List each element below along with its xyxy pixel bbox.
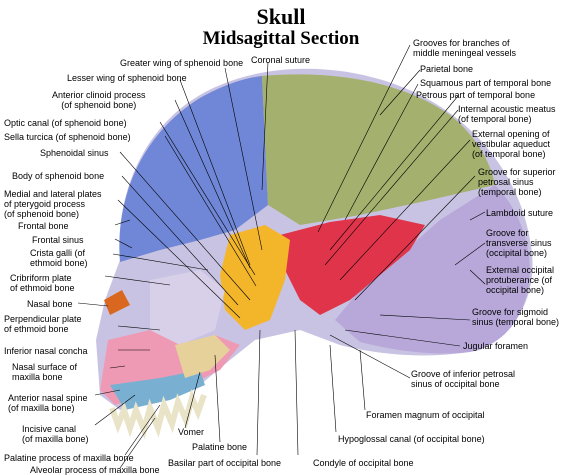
label-optic-canal: Optic canal (of sphenoid bone) [4,118,127,128]
vomer-region [175,335,230,378]
teeth-row [109,388,207,440]
label-perpendicular-plate: Perpendicular plate of ethmoid bone [4,314,82,334]
label-lambdoid-suture: Lambdoid suture [486,208,554,218]
label-vomer: Vomer [178,427,205,437]
label-squamous-part: Squamous part of temporal bone [420,78,552,88]
palatine-region [110,370,205,410]
label-sella-turcica: Sella turcica (of sphenoid bone) [4,132,131,142]
label-alveolar-process: Alveolar process of maxilla bone [30,465,160,475]
label-groove-transverse: Groove for transverse sinus (occipital b… [486,228,552,258]
label-groove-superior-petrosal: Groove for superior petrosal sinus (temp… [478,167,556,197]
label-petrous-part: Petrous part of temporal bone [416,90,536,100]
label-frontal-bone: Frontal bone [18,221,69,231]
label-foramen-magnum: Foramen magnum of occipital [366,410,485,420]
diagram-subtitle: Midsagittal Section [202,28,360,49]
label-hypoglossal-canal: Hypoglossal canal (of occipital bone) [338,434,485,444]
label-anterior-nasal-spine: Anterior nasal spine (of maxilla bone) [8,393,88,413]
label-grooves-meningeal: Grooves for branches of middle meningeal… [413,38,517,58]
label-groove-sigmoid: Groove for sigmoid sinus (temporal bone) [472,307,560,327]
label-incisive-canal: Incisive canal (of maxilla bone) [22,424,89,444]
label-basilar-occipital: Basilar part of occipital bone [168,458,282,468]
label-jugular-foramen: Jugular foramen [463,341,529,351]
label-palatine-process: Palatine process of maxilla bone [4,453,134,463]
label-nasal-surface-maxilla: Nasal surface of maxilla bone [12,362,78,382]
label-external-occipital: External occipital protuberance (of occi… [486,265,555,295]
label-inferior-concha: Inferior nasal concha [4,346,88,356]
frontal-bone-region [119,76,268,262]
temporal-bone-region [280,215,425,315]
label-body-sphenoid: Body of sphenoid bone [12,171,105,181]
label-coronal-suture: Coronal suture [251,55,311,65]
label-palatine-bone: Palatine bone [192,442,248,452]
label-greater-wing: Greater wing of sphenoid bone [120,58,244,68]
label-parietal-bone: Parietal bone [420,64,474,74]
label-external-opening: External opening of vestibular aqueduct … [472,129,551,159]
label-nasal-bone: Nasal bone [27,299,73,309]
label-internal-acoustic: Internal acoustic meatus (of temporal bo… [458,104,556,124]
label-sphenoidal-sinus: Sphenoidal sinus [40,148,109,158]
label-groove-inferior-petrosal: Groove of inferior petrosal sinus of occ… [411,369,516,389]
label-frontal-sinus: Frontal sinus [32,235,84,245]
label-cribriform: Cribriform plate of ethmoid bone [10,273,75,293]
label-anterior-clinoid: Anterior clinoid process (of sphenoid bo… [52,90,146,110]
diagram-title: Skull [256,4,306,29]
label-crista-galli: Crista galli (of ethmoid bone) [30,248,88,268]
sphenoid-bone-region [220,225,290,330]
label-lesser-wing: Lesser wing of sphenoid bone [67,73,187,83]
label-pterygoid: Medial and lateral plates of pterygoid p… [4,189,102,219]
parietal-bone-region [262,74,495,225]
occipital-bone-region [335,185,530,354]
label-condyle-occipital: Condyle of occipital bone [313,458,414,468]
leader-lines [77,44,486,469]
ethmoid-bone-region [150,270,225,345]
nasal-bone-region [104,290,130,315]
